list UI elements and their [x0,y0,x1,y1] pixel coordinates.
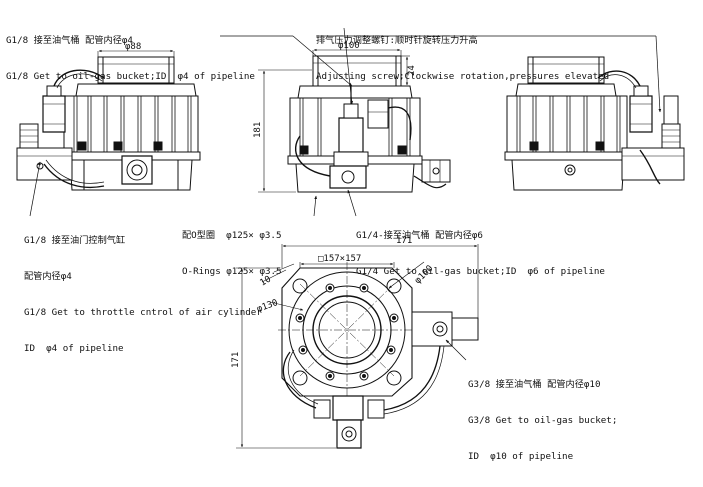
callout-top-left: G1/8 接至油气桶 配管内径φ4 G1/8 Get to oil-gas bu… [6,11,255,95]
callout-g14-en: G1/4 Get to oil-gas bucket;ID φ6 of pipe… [356,266,605,277]
side-view-left [17,49,200,190]
callout-g14-zh: G1/4-接至油气桶 配管内径φ6 [356,230,483,241]
top-view-plan [236,244,478,448]
callout-throttle-cylinder: G1/8 接至油门控制气缸 配管内径φ4 G1/8 Get to throttl… [24,211,262,367]
side-view-right [505,57,684,190]
callout-adjusting-screw-zh: 排气压力调整螺钉:顺时针旋转压力升高 [316,35,478,46]
dim-phi-88: φ88 [125,42,141,52]
callout-o-ring: 配O型圈 φ125× φ3.5 O-Rings φ125× φ3.5 [182,206,282,290]
callout-top-left-en: G1/8 Get to oil-gas bucket;ID φ4 of pipe… [6,71,255,82]
dim-height-171: 171 [231,352,241,368]
callout-throttle-en1: G1/8 Get to throttle cntrol of air cylin… [24,307,262,318]
dim-width-171: 171 [396,236,412,246]
dim-square-157: □157×157 [318,254,361,264]
callout-g38-en2: ID φ10 of pipeline [468,451,574,462]
callout-g14-port: G1/4-接至油气桶 配管内径φ6 G1/4 Get to oil-gas bu… [356,206,605,290]
callout-o-ring-zh: 配O型圈 φ125× φ3.5 [182,230,282,241]
callout-g38-port: G3/8 接至油气桶 配管内径φ10 G3/8 Get to oil-gas b… [468,355,617,475]
callout-top-left-zh: G1/8 接至油气桶 配管内径φ4 [6,35,133,46]
dim-height-181: 181 [253,122,263,138]
callout-adjusting-screw-en: Adjusting screw;Clockwise rotation,press… [316,71,610,82]
callout-leaders [30,28,662,360]
front-view-center [258,48,450,192]
dim-height-24: 24 [407,65,417,76]
callout-g38-zh: G3/8 接至油气桶 配管内径φ10 [468,379,601,390]
dim-thickness-10: 10 [259,275,273,289]
callout-o-ring-en: O-Rings φ125× φ3.5 [182,266,282,277]
callout-throttle-zh1: G1/8 接至油门控制气缸 [24,235,126,246]
callout-adjusting-screw: 排气压力调整螺钉:顺时针旋转压力升高 Adjusting screw;Clock… [316,11,609,95]
callout-g38-en1: G3/8 Get to oil-gas bucket; [468,415,618,426]
callout-throttle-zh2: 配管内径φ4 [24,271,72,282]
callout-throttle-en2: ID φ4 of pipeline [24,343,124,354]
dim-phi-100: φ100 [338,41,360,51]
